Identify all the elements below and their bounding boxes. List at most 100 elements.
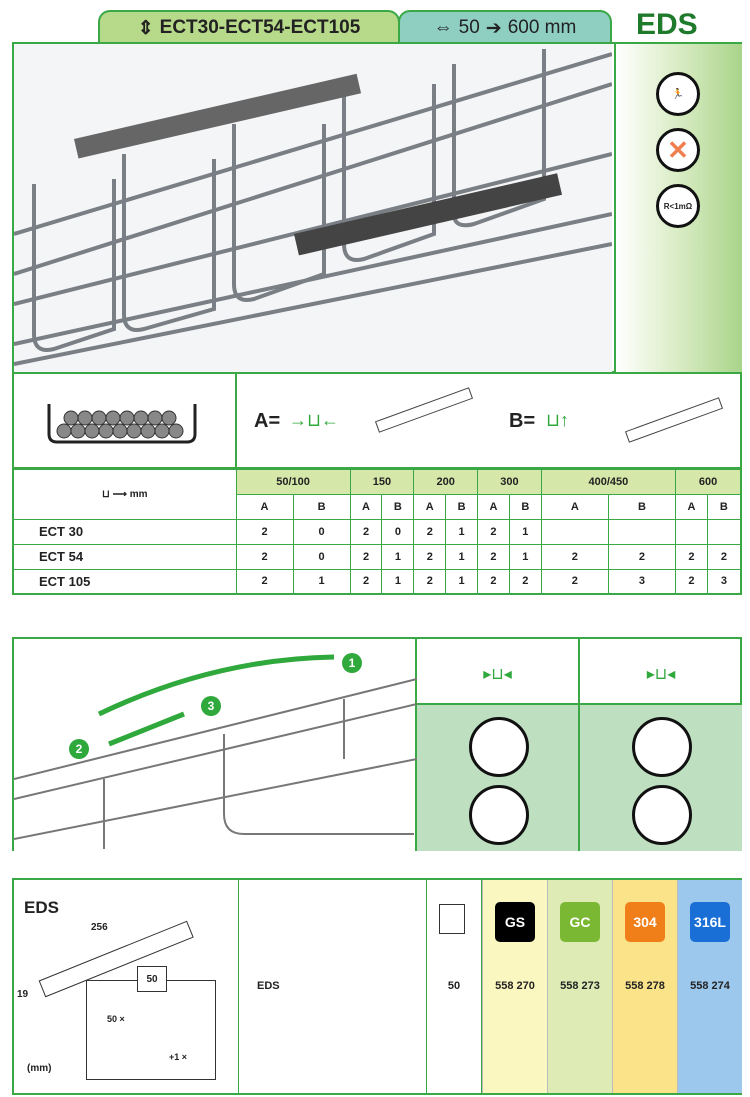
table-cell: 3 — [607, 568, 677, 595]
pack-qty-value: 50 — [447, 980, 461, 992]
unit-label: mm — [129, 488, 148, 500]
table-cell: 3 — [706, 568, 742, 595]
table-cell: 2 — [706, 543, 742, 570]
assembly-row: A= →⊔← B= ⊔↑ — [12, 372, 742, 469]
width-col: 600 — [675, 468, 742, 495]
b-connector-icon — [624, 397, 724, 443]
table-cell — [706, 518, 742, 545]
table-cell: 1 — [445, 543, 479, 570]
a-outside-icon: →⊔← — [289, 410, 340, 430]
lock-step-icon — [632, 717, 692, 777]
table-cell: 2 — [477, 543, 510, 570]
table-cell: 2 — [540, 568, 609, 595]
finish-badge: 304 — [625, 902, 665, 942]
tray-width-icon: ⊔ ⟶ — [102, 488, 130, 500]
installation-illustration: 1 2 3 — [13, 639, 418, 851]
step-2-badge: 2 — [69, 739, 89, 759]
width-col: 50/100 — [235, 468, 351, 495]
finish-column-304: 304 558 278 — [612, 880, 677, 1093]
table-cell: 2 — [675, 568, 708, 595]
table-cell: 2 — [235, 543, 294, 570]
a-connector-icon — [374, 387, 474, 433]
reference-number: 558 270 — [495, 980, 535, 992]
lock-step-icon — [469, 717, 529, 777]
table-cell: 1 — [381, 568, 415, 595]
table-cell: 2 — [607, 543, 677, 570]
table-cell — [607, 518, 677, 545]
sub-col-a: A — [675, 493, 708, 520]
pack-contents-box — [86, 980, 216, 1080]
no-screw-icon: ✕ — [656, 128, 700, 172]
installation-section: 1 2 3 ▸⊔◂ ▸⊔◂ — [12, 637, 742, 851]
cable-bundle-icon — [47, 404, 197, 444]
step-1-badge: 1 — [342, 653, 362, 673]
tray-install-drawing — [13, 654, 418, 849]
finish-badge: 316L — [690, 902, 730, 942]
table-cell: 2 — [675, 543, 708, 570]
sub-col-a: A — [477, 493, 510, 520]
unit-label: (mm) — [27, 1063, 52, 1074]
tab-range: ⇔ 50 ➔ 600 mm — [398, 10, 612, 44]
a-label: A= — [254, 410, 281, 432]
table-cell: 0 — [292, 543, 351, 570]
row-label: ECT 30 — [12, 518, 237, 545]
product-title: EDS — [636, 8, 698, 41]
table-cell: 0 — [292, 518, 351, 545]
step-3-badge: 3 — [201, 696, 221, 716]
reference-number: 558 274 — [690, 980, 730, 992]
table-cell: 1 — [445, 568, 479, 595]
table-cell: 1 — [445, 518, 479, 545]
height-dim: 19 — [17, 989, 29, 1000]
designation: EDS — [257, 980, 280, 992]
table-cell: 2 — [235, 568, 294, 595]
sub-col-a: A — [540, 493, 609, 520]
b-inside-icon: ⊔↑ — [546, 410, 570, 430]
fast-install-icon: 🏃 — [656, 72, 700, 116]
cable-load-cell — [14, 374, 237, 469]
finish-column-316l: 316L 558 274 — [677, 880, 742, 1093]
sub-col-b: B — [607, 493, 677, 520]
table-cell: 1 — [292, 568, 351, 595]
table-cell: 1 — [508, 518, 542, 545]
sub-col-a: A — [349, 493, 383, 520]
sub-col-b: B — [292, 493, 351, 520]
resistance-label: R<1mΩ — [663, 201, 693, 211]
sub-col-a: A — [235, 493, 294, 520]
width-col: 300 — [477, 468, 542, 495]
table-cell: 2 — [235, 518, 294, 545]
rotate-step-icon — [632, 785, 692, 845]
reference-number: 558 278 — [625, 980, 665, 992]
pack-qty: 50 × — [107, 1014, 125, 1024]
width-header: ⊔ ⟶ mm — [12, 468, 237, 520]
table-cell: 2 — [477, 568, 510, 595]
sub-col-b: B — [381, 493, 415, 520]
qty-cell: 50 — [427, 880, 482, 1095]
width-col: 150 — [349, 468, 415, 495]
designation-cell: EDS — [239, 880, 427, 1095]
range-from: 50 — [458, 17, 480, 38]
wire-tray-illustration — [13, 44, 613, 373]
rotate-step-icon — [469, 785, 529, 845]
table-cell: 2 — [349, 518, 383, 545]
sub-col-b: B — [508, 493, 542, 520]
reference-number: 558 273 — [560, 980, 600, 992]
table-cell — [675, 518, 708, 545]
width-col: 200 — [413, 468, 479, 495]
row-label: ECT 105 — [12, 568, 237, 595]
table-cell: 2 — [413, 543, 447, 570]
sub-col-a: A — [413, 493, 447, 520]
table-cell: 2 — [413, 518, 447, 545]
features-panel: 🏃 ✕ R<1mΩ — [614, 44, 742, 373]
product-photo: 🏃 ✕ R<1mΩ — [12, 42, 742, 373]
inside-steps — [417, 705, 580, 851]
finish-badge: GS — [495, 902, 535, 942]
range-to: 600 mm — [507, 17, 577, 38]
product-name: EDS — [24, 898, 59, 917]
